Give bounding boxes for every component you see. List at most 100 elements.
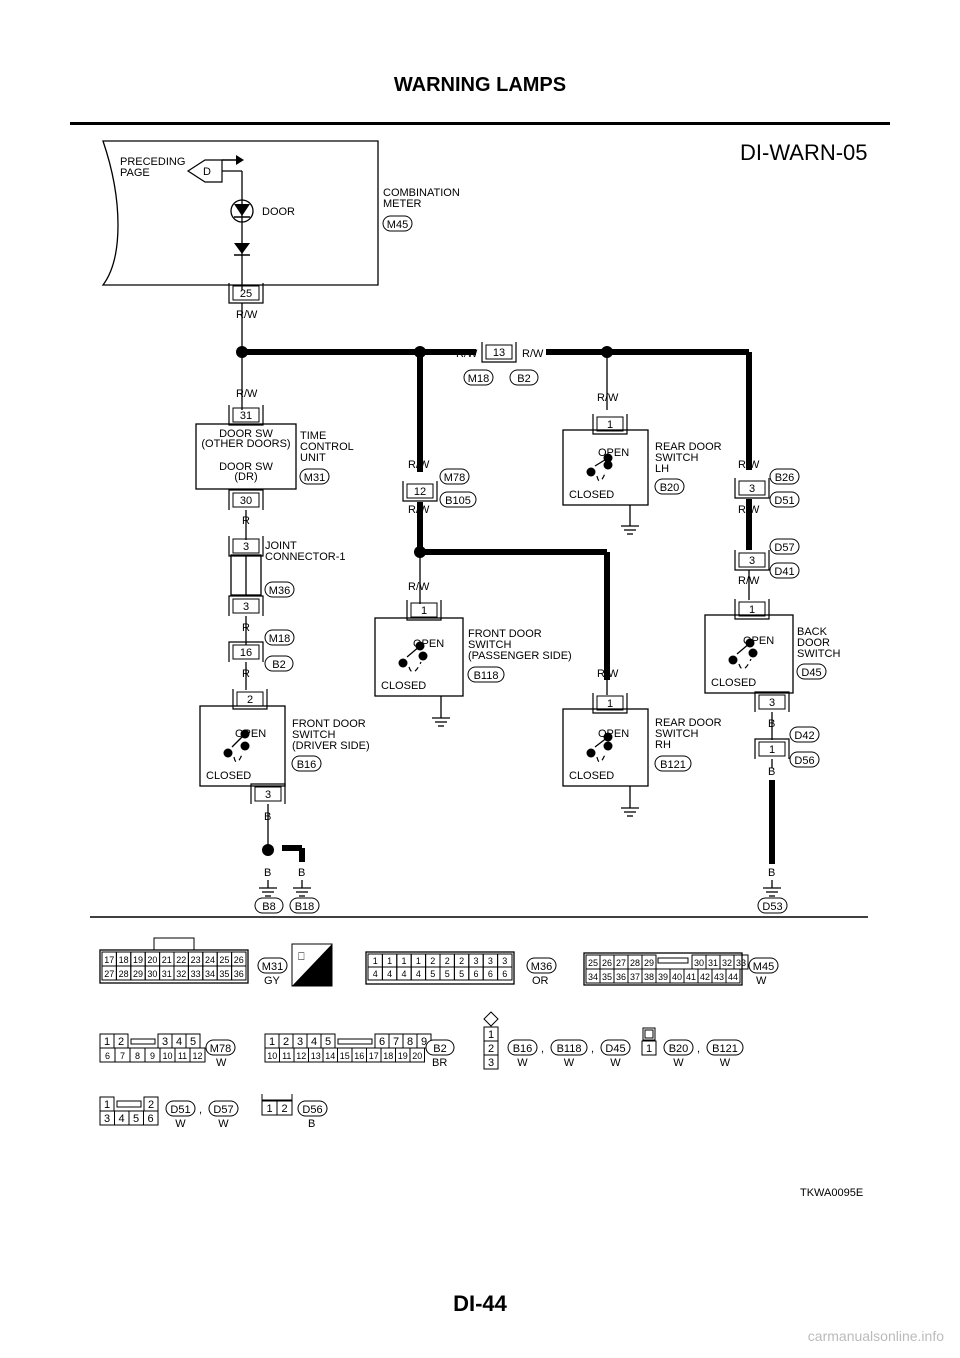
preceding-page-text: PRECEDING [120, 156, 185, 168]
front-door-passenger-switch-travel [408, 661, 422, 673]
conn-d57: D57 [774, 542, 794, 554]
rear-door-lh-switch-closed-contact [586, 467, 596, 477]
m45-pin: 41 [686, 972, 696, 982]
m31-pin: 26 [234, 955, 244, 965]
m78-pin: 8 [135, 1051, 140, 1061]
front-door-passenger-switch-open-text: OPEN [413, 638, 444, 650]
front-door-passenger-switch-blade [406, 645, 421, 658]
conn-d41-badge [769, 562, 800, 579]
m31-housing [99, 949, 249, 984]
pin-fdp-1-box [410, 602, 438, 618]
conn-b118-badge [467, 666, 505, 683]
m45-pin: 44 [728, 972, 738, 982]
tcu-inner: DOOR SW [219, 428, 273, 440]
m31-pin: 24 [205, 955, 215, 965]
front-door-passenger-label: SWITCH [468, 639, 511, 651]
wire-rw: R/W [408, 459, 430, 471]
m78-color: W [216, 1057, 227, 1069]
front-door-passenger-switch-closed-text: CLOSED [381, 680, 426, 692]
door-lamp-diode [234, 204, 250, 216]
m45-pin: 26 [602, 958, 612, 968]
b2-pin: 19 [398, 1051, 408, 1061]
front-door-driver-switch-closed-contact [223, 748, 233, 758]
three-pin-name: B16 [513, 1043, 533, 1055]
conn-d51: D51 [774, 495, 794, 507]
m31-pin: 18 [119, 955, 129, 965]
combination-meter-box [101, 140, 379, 286]
m36-pin: 5 [430, 969, 435, 979]
m78-pin: 3 [162, 1036, 168, 1048]
m36-pin: 1 [373, 956, 378, 966]
b2-name-badge [425, 1039, 455, 1056]
six-pin-key [116, 1100, 142, 1108]
conn-d56: D56 [794, 755, 814, 767]
m45-pin: 35 [602, 972, 612, 982]
pin-rdr-1-outline [592, 693, 628, 714]
three-pin-pin: 2 [488, 1043, 494, 1055]
pin-16: 16 [240, 647, 252, 659]
six-pin-pin: 6 [147, 1113, 153, 1125]
m31-pin: 27 [104, 969, 114, 979]
diagram-code: TKWA0095E [800, 1187, 863, 1199]
rear-door-rh-switch-open-text: OPEN [598, 728, 629, 740]
m31-pin: 34 [205, 969, 215, 979]
m45-pin: 25 [588, 958, 598, 968]
m31-pin: 30 [147, 969, 157, 979]
tcu-inner: (OTHER DOORS) [201, 438, 290, 450]
b2-pin: 20 [412, 1051, 422, 1061]
six-pin-color: W [218, 1118, 229, 1130]
m31-cell [231, 965, 247, 981]
wire-rw: R/W [738, 459, 760, 471]
m31-pin: 17 [104, 955, 114, 965]
m31-pin: 33 [191, 969, 201, 979]
m36-cell [497, 966, 513, 981]
rear-door-rh-switch-body [562, 708, 649, 787]
rear-door-lh-switch-blade [594, 457, 609, 467]
back-door-switch-closed-text: CLOSED [711, 677, 756, 689]
three-pin-color: W [564, 1057, 575, 1069]
m45-pin: 43 [714, 972, 724, 982]
m45-pin: 31 [708, 958, 718, 968]
pin-rdl-1-box [596, 416, 624, 432]
b2-name: B2 [433, 1043, 446, 1055]
three-pin-color: W [610, 1057, 621, 1069]
m78-pin: 11 [178, 1051, 187, 1061]
comma: , [697, 1043, 700, 1055]
pin-jc-top: 3 [243, 541, 249, 553]
six-pin-pin: 3 [104, 1113, 110, 1125]
pin-12-outline [402, 481, 438, 502]
header-rule [70, 122, 890, 125]
rear-door-rh-switch-blade [594, 736, 609, 748]
m45-pin: 27 [616, 958, 626, 968]
pin-jc-top-box [232, 538, 260, 554]
conn-b26: B26 [775, 472, 795, 484]
m45-pin: 33 [736, 958, 746, 968]
tcu-inner: (DR) [234, 471, 257, 483]
m31-pin: 21 [162, 955, 172, 965]
m31-pin: 29 [133, 969, 143, 979]
conn-m31: M31 [304, 472, 325, 484]
pin-16-box [232, 644, 260, 660]
wire-b: B [768, 867, 775, 879]
m78-pin: 2 [118, 1036, 124, 1048]
conn-b16-badge [291, 755, 322, 772]
conn-b105-badge [439, 491, 477, 508]
conn-b2: B2 [517, 373, 530, 385]
pin-bd-1-outline [734, 599, 770, 620]
m78-key [130, 1038, 156, 1045]
wire-b: B [264, 867, 271, 879]
pin-12-box [406, 483, 434, 499]
b2-pin: 2 [283, 1036, 289, 1048]
pin-rdl-1-outline [592, 414, 628, 435]
three-pin-pin: 3 [488, 1057, 494, 1069]
meter-diode [234, 243, 250, 254]
m36-pin: 3 [473, 956, 478, 966]
m36-name: M36 [531, 961, 552, 973]
rear-door-rh-switch-closed-text: CLOSED [569, 770, 614, 782]
rear-door-lh-label: REAR DOOR [655, 441, 722, 453]
m36-name-badge [526, 957, 557, 974]
two-pin-pin: 1 [266, 1103, 272, 1115]
back-door-label: BACK [797, 626, 828, 638]
conn-m36-badge [264, 581, 295, 598]
